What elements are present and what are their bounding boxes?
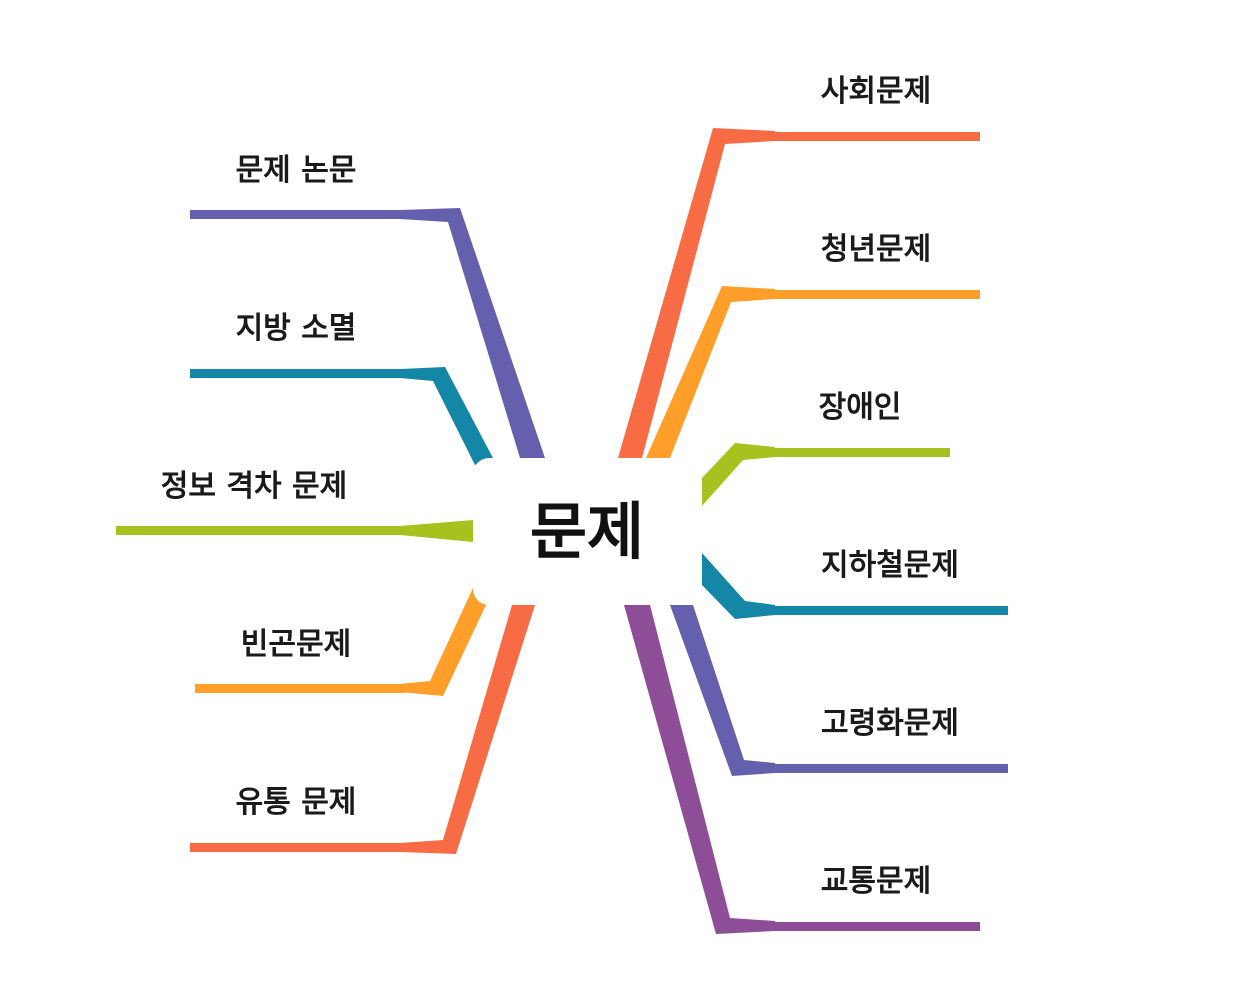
branch-left-2: 지방 소멸	[190, 311, 493, 465]
branch-label: 사회문제	[821, 74, 931, 109]
branch-label: 지하철문제	[821, 548, 959, 583]
center-node-box	[473, 458, 702, 605]
branch-connector	[400, 367, 493, 465]
branch-connector	[618, 128, 775, 458]
branch-right-2: 청년문제	[646, 232, 980, 458]
branch-right-6: 교통문제	[624, 605, 980, 934]
branch-right-4: 지하철문제	[702, 548, 1008, 619]
branch-label: 고령화문제	[821, 706, 959, 741]
branch-right-3: 장애인	[702, 390, 950, 506]
branch-label: 빈곤문제	[241, 627, 351, 662]
branch-label: 문제 논문	[236, 153, 357, 188]
branch-left-1: 문제 논문	[190, 153, 545, 458]
branch-connector	[702, 443, 775, 506]
branch-label: 장애인	[819, 390, 902, 425]
branch-label: 유통 문제	[236, 785, 357, 820]
branch-left-3: 정보 격차 문제	[116, 469, 473, 542]
branch-connector	[702, 553, 775, 619]
branch-connector	[400, 605, 535, 854]
center-node: 문제	[473, 458, 702, 605]
branch-connector	[400, 588, 487, 696]
branch-label: 정보 격차 문제	[161, 469, 348, 504]
center-label: 문제	[530, 495, 644, 568]
branch-left-5: 유통 문제	[190, 605, 535, 854]
branch-connector	[646, 286, 775, 458]
branch-label: 청년문제	[821, 232, 931, 267]
branch-left-4: 빈곤문제	[195, 588, 487, 696]
branch-label: 교통문제	[821, 864, 931, 899]
branch-right-1: 사회문제	[618, 74, 980, 458]
branch-connector	[670, 605, 775, 776]
branch-connector	[400, 520, 473, 542]
branch-label: 지방 소멸	[236, 311, 357, 346]
branch-connector	[624, 605, 775, 934]
branch-connector	[400, 208, 545, 458]
branch-right-5: 고령화문제	[670, 605, 1008, 776]
